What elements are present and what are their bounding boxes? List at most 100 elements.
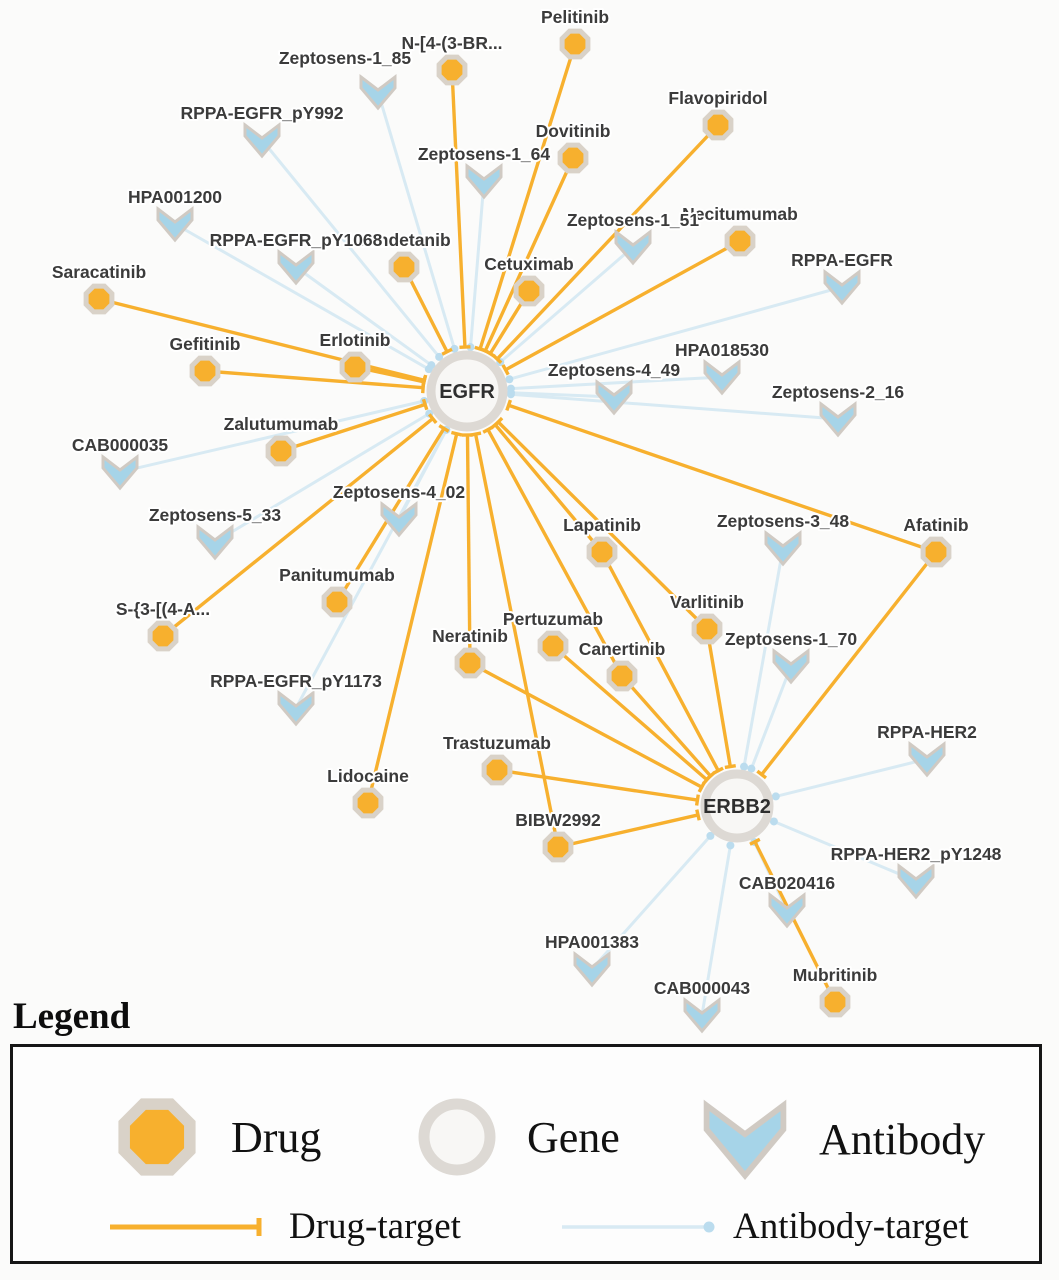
antibody-chevron	[908, 740, 946, 778]
drug-octagon	[83, 283, 115, 315]
legend-antibody-target-label: Antibody-target	[733, 1206, 969, 1247]
legend-title: Legend	[13, 996, 131, 1037]
drug-node-trastuzumab	[481, 754, 513, 786]
antibody-label-rppa_egfr_py1068: RPPA-EGFR_pY1068	[210, 230, 383, 250]
drug-label-gefitinib: Gefitinib	[170, 334, 241, 354]
antibody-node-zeptosens_4_49	[595, 378, 633, 416]
drug-node-necitumumab	[724, 225, 756, 257]
antibody-node-rppa_her2_py1248	[897, 862, 935, 900]
antibody-chevron	[614, 228, 652, 266]
antibody-label-rppa_egfr_py1173: RPPA-EGFR_pY1173	[210, 671, 382, 691]
antibody-node-hpa001200	[156, 205, 194, 243]
legend-antibody-label: Antibody	[819, 1114, 986, 1164]
antibody-chevron	[823, 268, 861, 306]
antibody-chevron	[703, 358, 741, 396]
antibody-node-cab020416	[768, 891, 806, 929]
drug-octagon	[702, 109, 734, 141]
drug-node-gefitinib	[189, 355, 221, 387]
drug-node-lidocaine	[352, 787, 384, 819]
drug-label-pelitinib: Pelitinib	[541, 7, 609, 27]
drug-label-canertinib: Canertinib	[579, 639, 666, 659]
antibody-node-zeptosens_1_51	[614, 228, 652, 266]
drug-label-cetuximab: Cetuximab	[484, 254, 573, 274]
drug-label-varlitinib: Varlitinib	[670, 592, 744, 612]
edge-drug-target	[161, 417, 434, 638]
edge-drug-target	[478, 43, 577, 350]
gene-circle	[426, 350, 508, 432]
edge-drug-target	[551, 644, 708, 782]
drug-octagon	[436, 54, 468, 86]
drug-node-vandetanib	[388, 251, 420, 283]
antibody-node-icon	[703, 1099, 787, 1180]
drug-octagon	[586, 536, 618, 568]
drug-label-afatinib: Afatinib	[903, 515, 968, 535]
legend-item-antibody-target: Antibody-target	[559, 1205, 969, 1248]
edge-drug-target	[483, 157, 575, 352]
antibody-target-edge-icon	[562, 1221, 715, 1232]
drug-octagon	[537, 630, 569, 662]
drug-node-pertuzumab	[537, 630, 569, 662]
drug-octagon	[559, 28, 591, 60]
drug-octagon	[352, 787, 384, 819]
node-layer	[83, 28, 952, 1034]
antibody-label-zeptosens_1_70: Zeptosens-1_70	[725, 629, 858, 649]
edge-drug-target-tee	[482, 425, 494, 434]
drug-label-panitumumab: Panitumumab	[279, 565, 395, 585]
drug-label-erlotinib: Erlotinib	[320, 330, 391, 350]
antibody-node-rppa_egfr_py1173	[277, 689, 315, 727]
edge-antibody-target	[260, 139, 441, 358]
edge-antibody-target	[119, 399, 425, 474]
drug-node-saracatinib	[83, 283, 115, 315]
drug-node-flavopiridol	[702, 109, 734, 141]
drug-node-zalutumumab	[265, 435, 297, 467]
drug-label-n_4_3_br: N-[4-(3-BR...	[401, 33, 502, 53]
edge-drug-target-tee	[469, 431, 482, 437]
edge-antibody-target-dot	[505, 375, 514, 384]
antibody-node-cab000035	[101, 453, 139, 491]
edge-antibody-target-dot	[726, 841, 735, 850]
edge-antibody-target-dot	[706, 831, 715, 840]
drug-node-pelitinib	[559, 28, 591, 60]
drug-octagon	[724, 225, 756, 257]
gene-label-egfr: EGFR	[439, 381, 495, 403]
edge-antibody-target	[508, 285, 843, 381]
antibody-node-hpa001383	[573, 950, 611, 988]
gene-circle	[700, 769, 774, 843]
drug-node-varlitinib	[691, 613, 723, 645]
drug-label-mubritinib: Mubritinib	[793, 965, 878, 985]
antibody-label-zeptosens_4_02: Zeptosens-4_02	[333, 482, 466, 502]
drug-edge-layer	[98, 43, 938, 1003]
drug-node-n_4_3_br	[436, 54, 468, 86]
legend-drug-label: Drug	[231, 1112, 322, 1162]
drug-node-bibw2992	[542, 831, 574, 863]
edge-antibody-target-dot	[771, 792, 780, 801]
drug-node-erlotinib	[339, 351, 371, 383]
edge-drug-target	[557, 813, 699, 849]
edge-antibody-target	[510, 392, 839, 421]
drug-octagon	[454, 647, 486, 679]
edge-drug-target	[493, 423, 604, 554]
edge-antibody-target	[295, 265, 433, 367]
edge-antibody-target-dot	[769, 817, 778, 826]
drug-label-vandetanib: Vandetanib	[357, 230, 450, 250]
antibody-chevron	[277, 689, 315, 727]
edge-antibody-target-dot	[740, 762, 749, 771]
legend-item-drug: Drug	[109, 1089, 321, 1185]
edge-drug-target	[280, 402, 426, 453]
antibody-chevron	[768, 891, 806, 929]
edge-drug-target	[497, 420, 709, 631]
drug-octagon	[189, 355, 221, 387]
edge-drug-target	[705, 628, 732, 767]
edge-antibody-target	[510, 375, 723, 391]
antibody-node-rppa_egfr	[823, 268, 861, 306]
edge-antibody-target	[749, 665, 793, 770]
antibody-label-zeptosens_1_51: Zeptosens-1_51	[567, 210, 700, 230]
drug-label-necitumumab: Necitumumab	[682, 204, 798, 224]
drug-octagon	[481, 754, 513, 786]
drug-octagon	[513, 275, 545, 307]
edge-drug-target-tee	[749, 837, 761, 846]
edge-drug-target	[508, 403, 937, 554]
edge-antibody-target-dot	[427, 361, 436, 370]
edge-drug-target-tee	[701, 774, 712, 786]
